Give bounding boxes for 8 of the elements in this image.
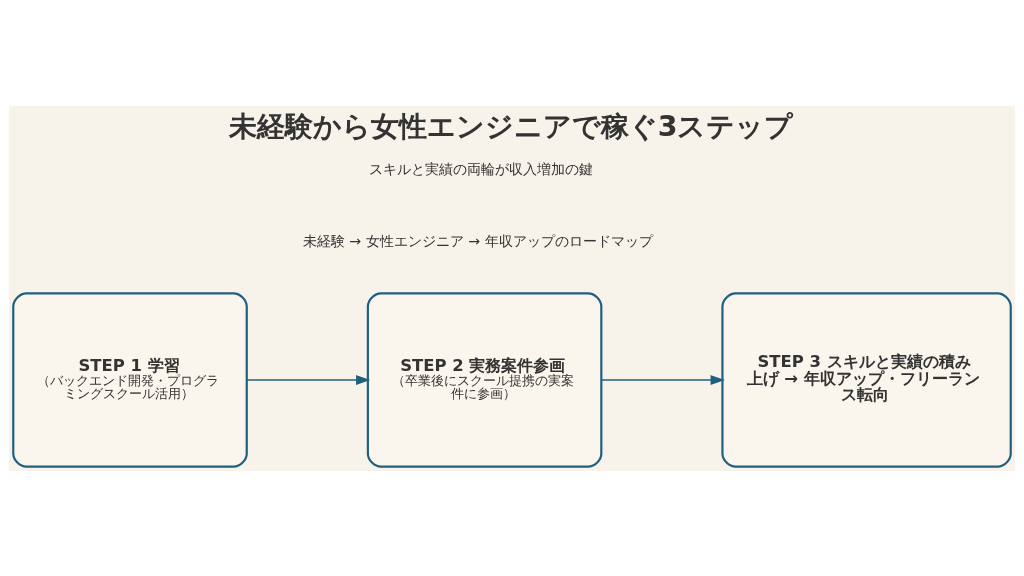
node-box: STEP 2 実務案件参画 （卒業後にスクール提携の実案件に参画） (366, 291, 603, 468)
diagram-title: 未経験から女性エンジニアで稼ぐ3ステップ (228, 109, 794, 143)
label: スキルと実績の両輪が収入増加の鍵 (369, 160, 594, 177)
arrow (246, 374, 371, 385)
label: 未経験 → 女性エンジニア → 年収アップのロードマップ (302, 232, 653, 249)
node-box: STEP 1 学習 （バックエンド開発・プログラミングスクール活用） (12, 291, 248, 468)
node-box: STEP 3 スキルと実績の積み上げ → 年収アップ・フリーランス転向 (721, 291, 1012, 468)
arrow (600, 374, 725, 385)
